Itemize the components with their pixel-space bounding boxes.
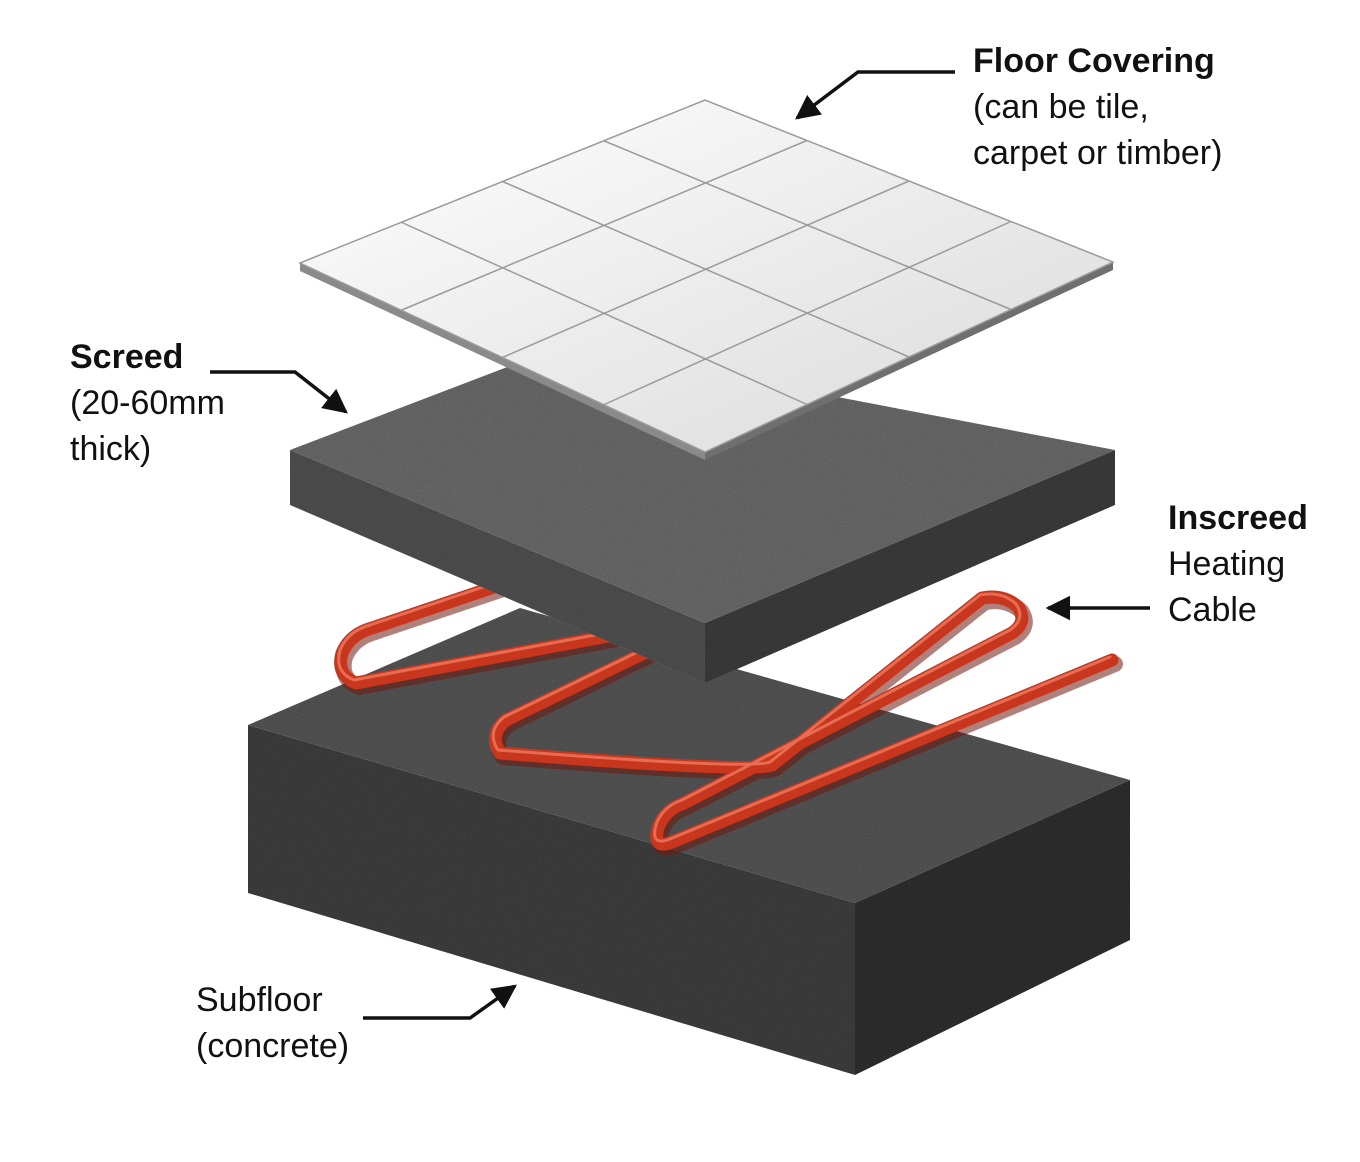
tile-grout-line — [603, 220, 1012, 406]
subfloor-top-face — [248, 608, 1130, 903]
floor-covering-line-1: (can be tile, — [973, 88, 1149, 126]
screed-top-face — [290, 345, 1115, 623]
floor-covering-line-2: carpet or timber) — [973, 134, 1223, 172]
floor-covering-label: Floor Covering (can be tile, carpet or t… — [973, 38, 1222, 176]
subfloor-slab — [248, 608, 1130, 1075]
tile-grout-lines — [400, 139, 1012, 406]
subfloor-right-face — [855, 780, 1130, 1075]
screed-line-2: thick) — [70, 430, 152, 468]
heating-cable-line-2: Cable — [1168, 591, 1257, 629]
screed-line-1: (20-60mm — [70, 384, 225, 422]
heating-cable — [334, 578, 1123, 857]
subfloor-line-2: (concrete) — [196, 1027, 350, 1065]
screed-label: Screed (20-60mm thick) — [70, 334, 225, 472]
screed-left-face — [290, 450, 705, 683]
screed-slab — [290, 345, 1115, 683]
tile-panel-edge-right — [705, 262, 1113, 460]
floor-covering-title: Floor Covering — [973, 42, 1215, 80]
heating-cable-highlight — [337, 580, 1112, 843]
floor-covering-arrow — [795, 70, 955, 120]
subfloor-line-1: Subfloor — [196, 981, 323, 1019]
tile-grout-line — [502, 180, 910, 359]
heating-cable-label: Inscreed Heating Cable — [1168, 495, 1308, 633]
screed-right-face — [705, 450, 1115, 683]
subfloor-left-face — [248, 725, 855, 1075]
tile-grout-line — [400, 139, 808, 311]
tile-panel-top — [298, 99, 1115, 453]
heating-cable-title: Inscreed — [1168, 499, 1308, 537]
floor-covering-panel — [298, 99, 1115, 460]
screed-title: Screed — [70, 338, 184, 376]
callout-arrows — [210, 70, 1150, 1020]
tile-panel-edge-left — [300, 263, 705, 460]
heating-cable-line-1: Heating — [1168, 545, 1286, 583]
subfloor-arrow — [363, 984, 517, 1020]
screed-arrow — [210, 370, 348, 414]
subfloor-label: Subfloor (concrete) — [196, 977, 349, 1069]
